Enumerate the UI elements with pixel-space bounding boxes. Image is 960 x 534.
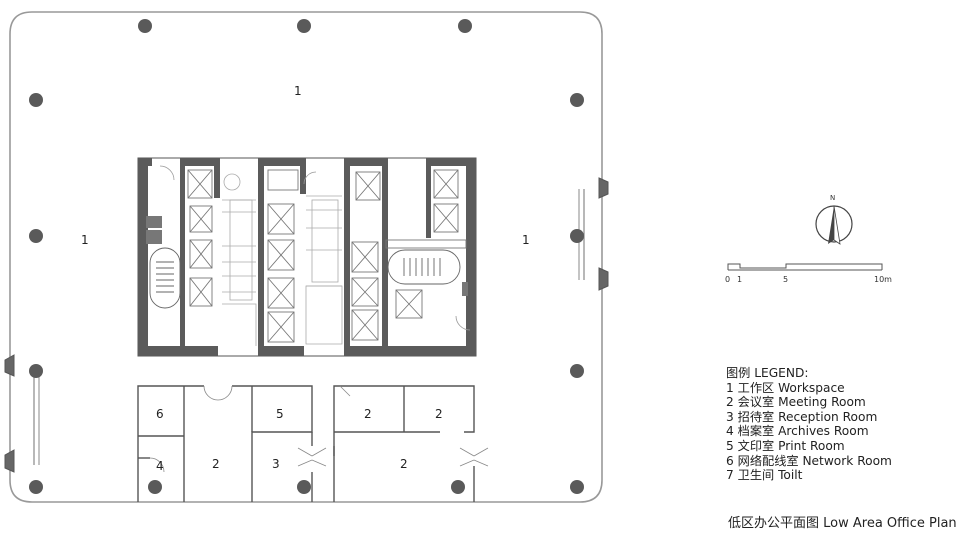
room-label-1-north: 1 [294, 84, 302, 98]
legend: 图例 LEGEND: 1 工作区 Workspace 2 会议室 Meeting… [726, 366, 892, 483]
room-label-2-a: 2 [212, 457, 220, 471]
room-label-6: 6 [156, 407, 164, 421]
room-label-2-b: 2 [364, 407, 372, 421]
north-compass [815, 205, 853, 245]
room-label-2-c: 2 [435, 407, 443, 421]
room-label-5: 5 [276, 407, 284, 421]
scale-label-10m: 10m [874, 275, 892, 284]
legend-title: 图例 LEGEND: [726, 366, 809, 380]
room-label-1-west: 1 [81, 233, 89, 247]
legend-item: 3 招待室 Reception Room [726, 409, 878, 424]
scale-label-0: 0 [725, 275, 731, 284]
room-label-1-east: 1 [522, 233, 530, 247]
floor-outline [9, 11, 603, 503]
plan-caption: 低区办公平面图 Low Area Office Plan [728, 516, 957, 531]
structural-columns [29, 19, 584, 494]
west-balcony [4, 354, 40, 473]
legend-item: 6 网络配线室 Network Room [726, 453, 892, 468]
legend-item: 1 工作区 Workspace [726, 380, 845, 395]
building-core [137, 157, 477, 357]
south-rooms [137, 385, 475, 502]
legend-item: 7 卫生间 Toilt [726, 468, 803, 483]
legend-item: 5 文印室 Print Room [726, 438, 845, 453]
east-balcony [578, 177, 609, 291]
legend-item: 4 档案室 Archives Room [726, 424, 869, 439]
south-room-doors [149, 385, 489, 473]
scale-label-1: 1 [737, 275, 743, 284]
legend-item: 2 会议室 Meeting Room [726, 395, 866, 410]
north-label: N [830, 194, 835, 202]
scale-label-5: 5 [783, 275, 789, 284]
scale-bar [727, 263, 883, 271]
room-label-2-d: 2 [400, 457, 408, 471]
room-label-4: 4 [156, 459, 164, 473]
room-label-3: 3 [272, 457, 280, 471]
